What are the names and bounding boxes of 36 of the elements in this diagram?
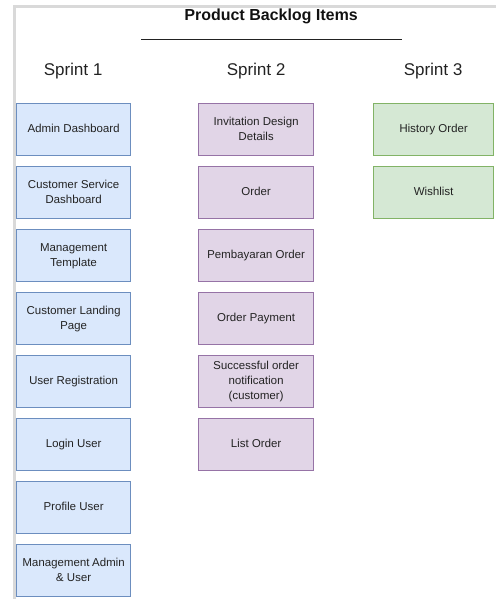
item-text: User Registration: [29, 374, 118, 389]
backlog-item-box: [16, 103, 131, 156]
title: Product Backlog Items: [183, 7, 359, 25]
backlog-item-box: [16, 166, 131, 219]
backlog-item-box: [16, 229, 131, 282]
item-text: Order Payment: [217, 311, 295, 326]
item-text: Customer Service Dashboard: [26, 178, 120, 208]
backlog-item-box: [198, 103, 314, 156]
item-text: Customer Landing Page: [26, 304, 122, 334]
backlog-item-box: [16, 481, 131, 534]
backlog-item-box: [198, 229, 314, 282]
backlog-item-box: [373, 166, 494, 219]
item-text: Wishlist: [414, 185, 454, 200]
backlog-item-box: [198, 418, 314, 471]
backlog-item-box: [198, 355, 314, 408]
backlog-item-box: [198, 292, 314, 345]
item-text: Management Admin & User: [21, 556, 126, 586]
backlog-item-box: [16, 355, 131, 408]
backlog-item-box: [16, 292, 131, 345]
item-text: Successful order notification (customer): [212, 359, 300, 404]
backlog-item-box: [373, 103, 494, 156]
backlog-item-box: [16, 544, 131, 597]
sprint-heading: Sprint 2: [226, 60, 286, 80]
item-text: Pembayaran Order: [207, 248, 305, 263]
item-text: History Order: [399, 122, 468, 137]
item-text: Admin Dashboard: [27, 122, 120, 137]
backlog-item-box: [16, 418, 131, 471]
item-text: Management Template: [38, 240, 108, 270]
backlog-item-box: [198, 166, 314, 219]
item-text: Profile User: [43, 500, 104, 515]
item-text: Login User: [46, 437, 102, 452]
item-text: Order: [241, 185, 271, 200]
sprint-heading: Sprint 3: [402, 60, 464, 80]
sprint-heading: Sprint 1: [42, 60, 104, 80]
item-text: Invitation Design Details: [212, 114, 300, 144]
item-text: List Order: [230, 437, 282, 452]
